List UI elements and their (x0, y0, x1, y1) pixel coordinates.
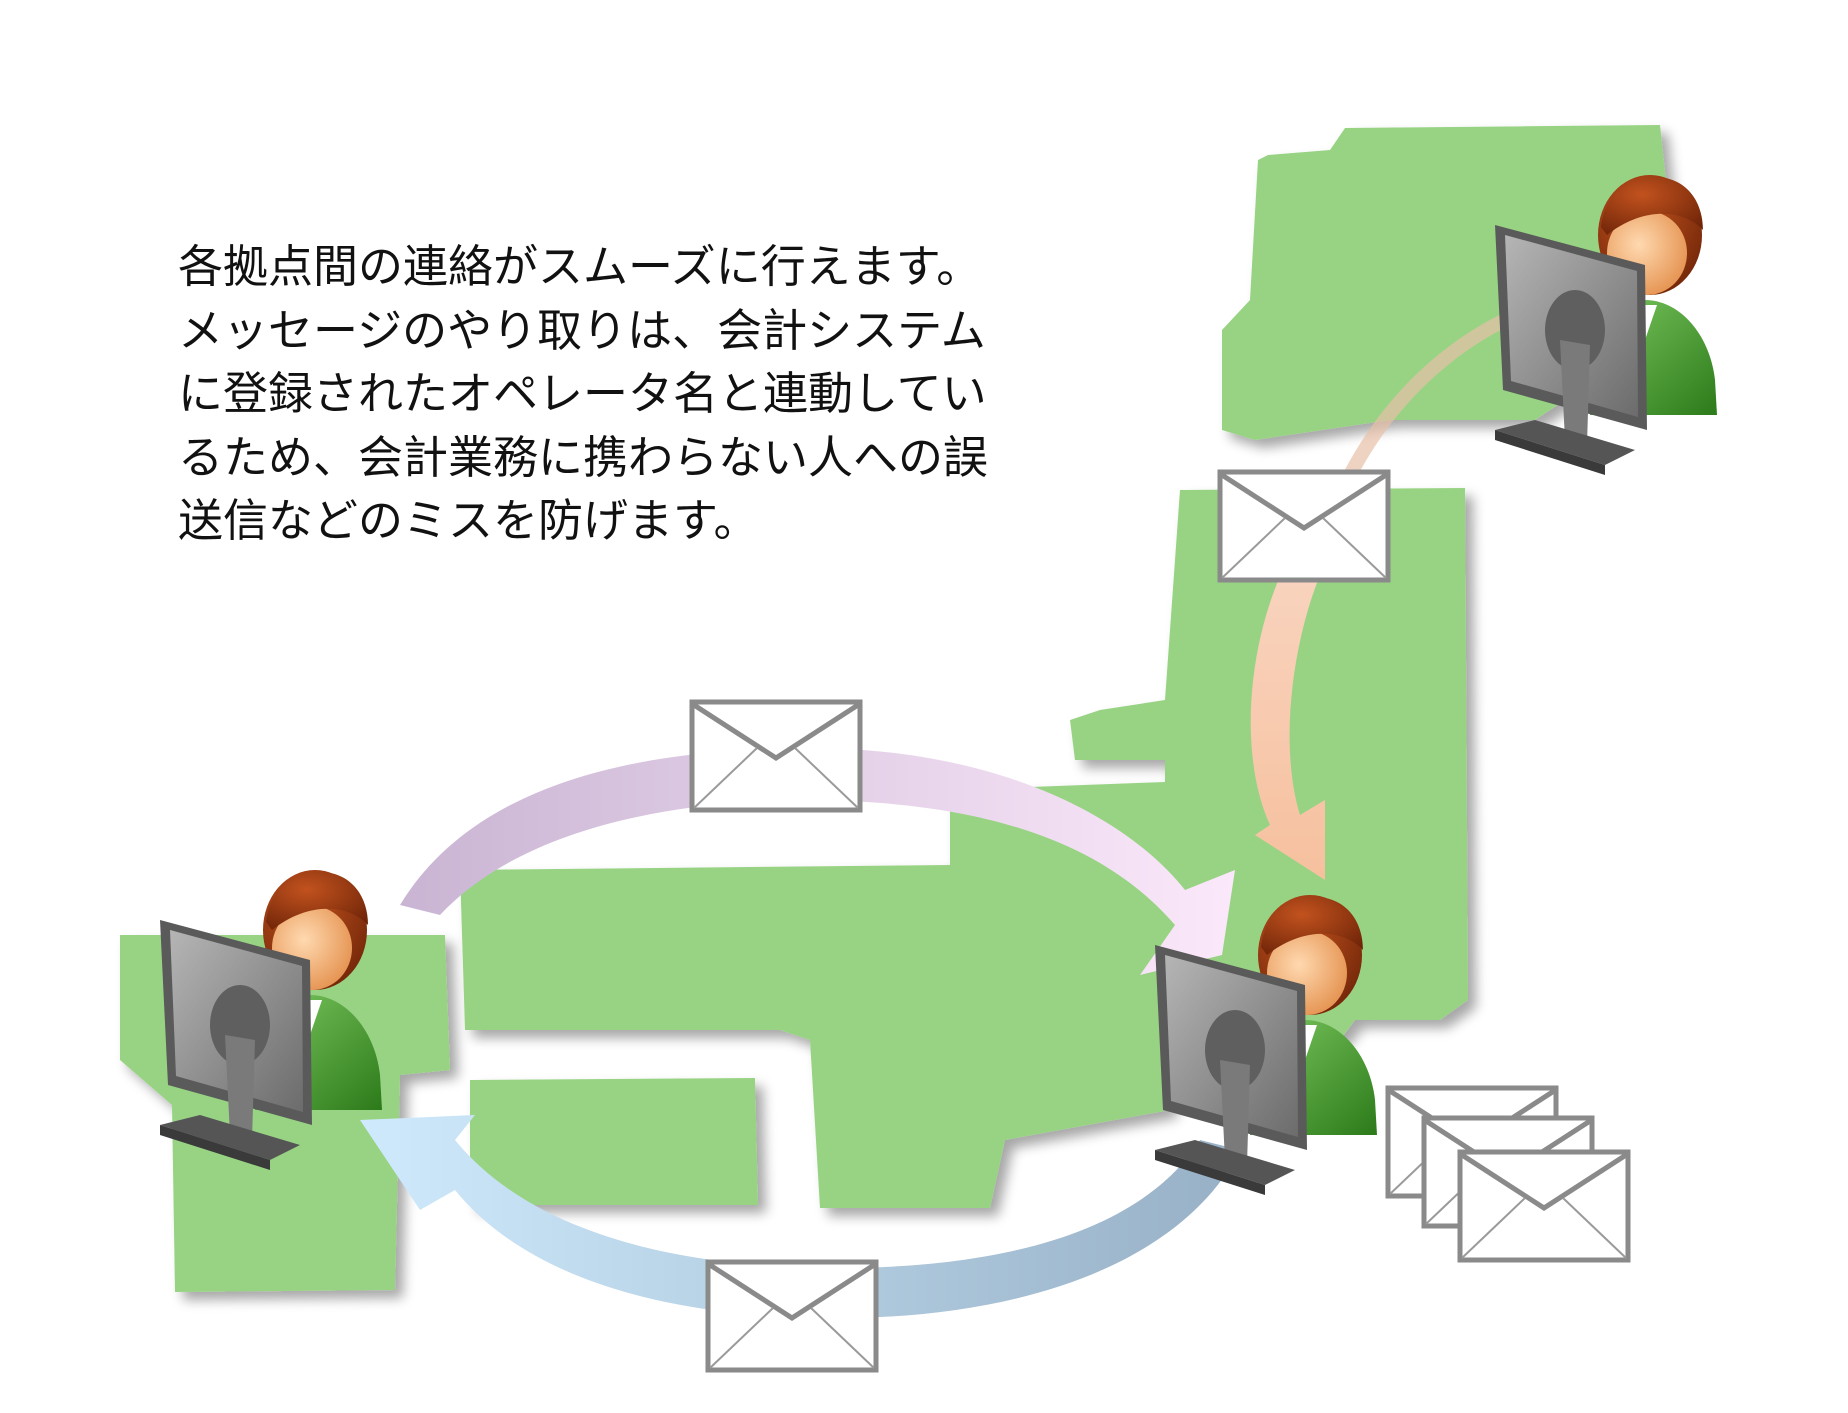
arrow-bottom-arc (360, 1115, 1240, 1319)
arrow-vertical (1250, 565, 1325, 880)
envelope-stack (1388, 1088, 1628, 1260)
arrow-top-arc (400, 747, 1235, 975)
envelope-icon (708, 1262, 876, 1370)
description-line: るため、会計業務に携わらない人への誤 (178, 430, 989, 484)
envelope-bottom (708, 1262, 876, 1370)
description-text: 各拠点間の連絡がスムーズに行えます。 メッセージのやり取りは、会計システム に登… (178, 235, 1128, 553)
map-region-central (460, 782, 1170, 1208)
envelope-icon (1460, 1152, 1628, 1260)
map-region-shikoku (470, 1078, 758, 1205)
description-line: 各拠点間の連絡がスムーズに行えます。 (178, 240, 982, 293)
envelope-icon (1220, 472, 1388, 580)
envelope-icon (692, 702, 860, 810)
envelope-hokkaido (1220, 472, 1388, 580)
envelope-top (692, 702, 860, 810)
description-line: に登録されたオペレータ名と連動してい (178, 367, 987, 420)
description-line: 送信などのミスを防げます。 (178, 494, 759, 547)
description-line: メッセージのやり取りは、会計システム (178, 303, 986, 357)
